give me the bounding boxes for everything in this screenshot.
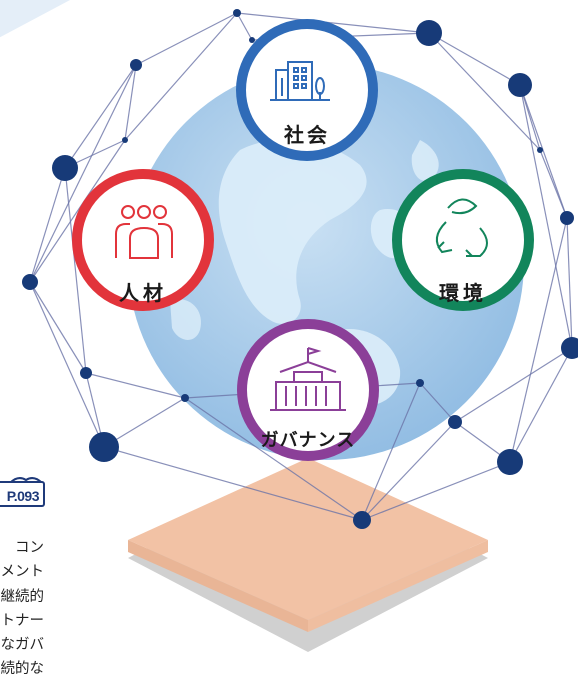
network-link (454, 347, 573, 423)
pillar-society: 社会 (236, 19, 378, 161)
network-link (519, 84, 573, 349)
side-text-column: コン メント 継続的 トナー なガバ 続的な (0, 536, 45, 682)
building-icon (270, 61, 330, 101)
network-link (428, 32, 521, 86)
network-link (361, 382, 421, 521)
network-node (560, 211, 574, 225)
pillar-environment: 環境 (392, 169, 534, 311)
network-node (130, 59, 142, 71)
pillar-label: ガバナンス (261, 430, 356, 451)
network-node (537, 147, 543, 153)
side-text-line: 継続的 (0, 588, 45, 605)
pillar-governance: ガバナンス (237, 319, 379, 461)
network-node (416, 20, 442, 46)
network-link (509, 217, 568, 463)
pillar-label: 社会 (283, 123, 330, 147)
platform (128, 458, 488, 652)
book-icon (9, 477, 43, 484)
pillar-human-resources: 人材 (72, 169, 214, 311)
network-link (103, 397, 186, 448)
side-text-line: メント (0, 564, 45, 581)
network-node (80, 367, 92, 379)
pillar-label: 環境 (439, 281, 487, 305)
globe (128, 64, 524, 460)
side-text-line: トナー (0, 612, 45, 629)
network-node (249, 37, 255, 43)
network-link (29, 281, 87, 374)
network-link (428, 32, 541, 151)
page-reference-link[interactable]: P.093 (0, 481, 45, 507)
government-building-icon (270, 347, 346, 411)
network-link (184, 397, 363, 521)
network-node (508, 73, 532, 97)
network-link (85, 372, 186, 399)
network-link (124, 12, 238, 141)
network-link (519, 84, 568, 219)
network-node (122, 137, 128, 143)
pillar-label: 人材 (119, 281, 167, 305)
network-node (52, 155, 78, 181)
network-node (353, 511, 371, 529)
side-text-line: コン (15, 540, 44, 556)
network-node (448, 415, 462, 429)
network-link (236, 12, 253, 41)
network-node (22, 274, 38, 290)
network-link (29, 281, 105, 448)
network-links (29, 12, 573, 521)
network-link (124, 64, 137, 141)
side-text-line: なガバ (0, 637, 45, 654)
people-icon (115, 205, 173, 259)
side-text-line: 続的な (0, 661, 45, 678)
network-node (561, 337, 578, 359)
recycle-leaf-icon (435, 198, 488, 257)
network-link (29, 64, 137, 283)
network-node (497, 449, 523, 475)
network-link (361, 421, 456, 521)
network-node (233, 9, 241, 17)
network-link (509, 347, 573, 463)
network-link (566, 217, 573, 349)
network-node (416, 379, 424, 387)
network-link (236, 12, 430, 34)
network-link (29, 139, 126, 283)
network-link (29, 167, 66, 283)
network-link (361, 461, 511, 521)
network-link (64, 64, 137, 169)
network-link (103, 446, 363, 521)
network-nodes (22, 9, 578, 529)
network-node (89, 432, 119, 462)
network-node (181, 394, 189, 402)
network-link (419, 382, 456, 423)
network-link (135, 12, 238, 66)
